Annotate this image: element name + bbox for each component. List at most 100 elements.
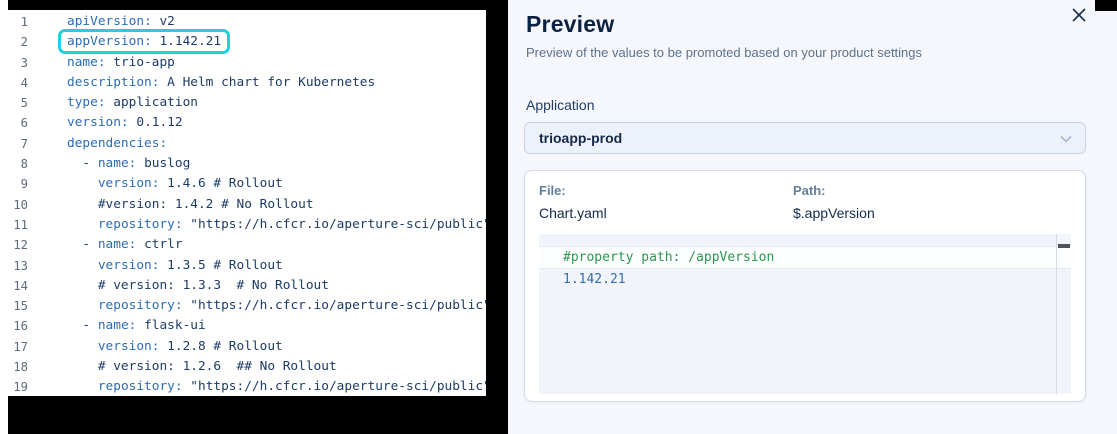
- line-number: 6: [20, 116, 28, 131]
- code-segment: A Helm chart for Kubernetes: [159, 74, 376, 90]
- line-text: # version: 1.2.6 ## No Rollout: [67, 357, 337, 377]
- line-number: 3: [20, 55, 28, 70]
- code-segment: [67, 217, 98, 232]
- file-path-row: File: Chart.yaml Path: $.appVersion: [539, 183, 1071, 221]
- code-segment: -: [67, 318, 98, 334]
- line-text: version: 1.2.8 # Rollout: [67, 337, 283, 357]
- code-segment: # version: 1.2.6 ## No Rollout: [67, 359, 337, 375]
- code-segment: [67, 379, 98, 394]
- code-segment: ctrlr: [136, 237, 183, 253]
- line-number: 9: [20, 177, 28, 192]
- highlight-box: appVersion: 1.142.21: [61, 32, 227, 51]
- code-line: 3 name: trio-app: [0, 53, 486, 73]
- code-segment: flask-ui: [136, 318, 206, 334]
- code-segment: v2: [151, 14, 175, 29]
- code-line: 13 version: 1.3.5 # Rollout: [0, 256, 486, 276]
- code-segment: -: [67, 237, 98, 253]
- line-number: 19: [13, 380, 28, 395]
- code-segment: version:: [97, 176, 160, 192]
- code-line: 7 dependencies:: [0, 134, 486, 154]
- line-text: name: trio-app: [67, 53, 175, 73]
- line-text: version: 1.4.6 # Rollout: [67, 174, 283, 194]
- code-segment: dependencies:: [67, 135, 168, 151]
- code-segment: name:: [67, 54, 106, 70]
- code-segment: 1.2.8 # Rollout: [159, 338, 283, 354]
- code-line: 19 repository: "https://h.cfcr.io/apertu…: [0, 377, 486, 396]
- code-segment: description:: [67, 74, 160, 90]
- page-title: Preview: [526, 11, 615, 37]
- line-text: version: 1.3.5 # Rollout: [67, 256, 283, 276]
- line-number: 4: [20, 75, 28, 90]
- code-segment: 1.4.6 # Rollout: [159, 176, 283, 192]
- code-segment: version:: [97, 257, 160, 273]
- line-number: 7: [20, 136, 28, 151]
- code-segment: [67, 176, 98, 191]
- line-number: 10: [13, 197, 28, 212]
- line-number: 18: [13, 360, 28, 375]
- code-segment: appVersion:: [67, 34, 152, 50]
- line-text: appVersion: 1.142.21: [67, 32, 227, 52]
- path-label: Path:: [793, 183, 826, 198]
- application-label: Application: [526, 97, 595, 113]
- code-line: 17 version: 1.2.8 # Rollout: [0, 337, 486, 357]
- promotion-preview-card: File: Chart.yaml Path: $.appVersion #pro…: [524, 170, 1086, 402]
- line-number: 16: [13, 319, 28, 334]
- file-column: File: Chart.yaml: [539, 183, 793, 221]
- preview-code-line: #property path: /appVersion: [539, 246, 1071, 269]
- code-line: 16 - name: flask-ui: [0, 316, 486, 336]
- scrollbar-thumb[interactable]: [1058, 244, 1070, 248]
- code-line: 10 #version: 1.4.2 # No Rollout: [0, 195, 486, 215]
- code-line: 11 repository: "https://h.cfcr.io/apertu…: [0, 215, 486, 235]
- line-number: 17: [13, 339, 28, 354]
- code-segment: application: [105, 95, 198, 111]
- code-segment: -: [67, 156, 98, 172]
- code-segment: [67, 298, 98, 313]
- path-column: Path: $.appVersion: [793, 183, 1047, 221]
- code-segment: name:: [97, 318, 137, 334]
- line-number: 12: [13, 238, 28, 253]
- code-segment: version:: [97, 338, 160, 354]
- code-segment: "https://h.cfcr.io/aperture-sci/public": [182, 298, 486, 314]
- code-segment: [67, 339, 98, 354]
- code-segment: type:: [67, 95, 106, 111]
- line-number: 14: [13, 278, 28, 293]
- code-segment: name:: [97, 156, 137, 172]
- file-value: Chart.yaml: [539, 205, 607, 221]
- code-line: 8 - name: buslog: [0, 154, 486, 174]
- scrollbar-track: [1056, 234, 1071, 394]
- page-subtitle: Preview of the values to be promoted bas…: [526, 45, 923, 60]
- code-line: 15 repository: "https://h.cfcr.io/apertu…: [0, 296, 486, 316]
- line-text: # version: 1.3.3 # No Rollout: [67, 276, 329, 296]
- line-text: #version: 1.4.2 # No Rollout: [67, 195, 314, 215]
- line-text: version: 0.1.12: [67, 113, 183, 133]
- chevron-down-icon: [1059, 132, 1073, 151]
- code-line: 14 # version: 1.3.3 # No Rollout: [0, 276, 486, 296]
- close-icon: [1071, 7, 1087, 23]
- code-segment: #version: 1.4.2 # No Rollout: [67, 196, 314, 212]
- application-select[interactable]: trioapp-prod: [524, 122, 1086, 154]
- code-segment: repository:: [97, 379, 183, 395]
- line-number: 5: [20, 96, 28, 111]
- line-text: repository: "https://h.cfcr.io/aperture-…: [67, 377, 486, 396]
- line-text: type: application: [67, 93, 198, 113]
- preview-code-lines: #property path: /appVersion 1.142.21: [539, 246, 1071, 290]
- close-button[interactable]: [1065, 1, 1093, 29]
- line-number: 8: [20, 157, 28, 172]
- application-select-value: trioapp-prod: [539, 130, 623, 146]
- file-label: File:: [539, 183, 566, 198]
- line-text: - name: buslog: [67, 154, 190, 174]
- code-line: 6 version: 0.1.12: [0, 113, 486, 133]
- code-segment: 1.142.21: [151, 34, 222, 50]
- code-line: 12 - name: ctrlr: [0, 235, 486, 255]
- code-line: 4 description: A Helm chart for Kubernete…: [0, 73, 486, 93]
- path-value: $.appVersion: [793, 205, 875, 221]
- preview-code-line: 1.142.21: [563, 272, 626, 287]
- code-line: 5 type: application: [0, 93, 486, 113]
- code-segment: # version: 1.3.3 # No Rollout: [67, 277, 329, 293]
- line-number: 13: [13, 258, 28, 273]
- code-segment: repository:: [97, 298, 183, 314]
- preview-code-block: #property path: /appVersion 1.142.21: [539, 234, 1071, 394]
